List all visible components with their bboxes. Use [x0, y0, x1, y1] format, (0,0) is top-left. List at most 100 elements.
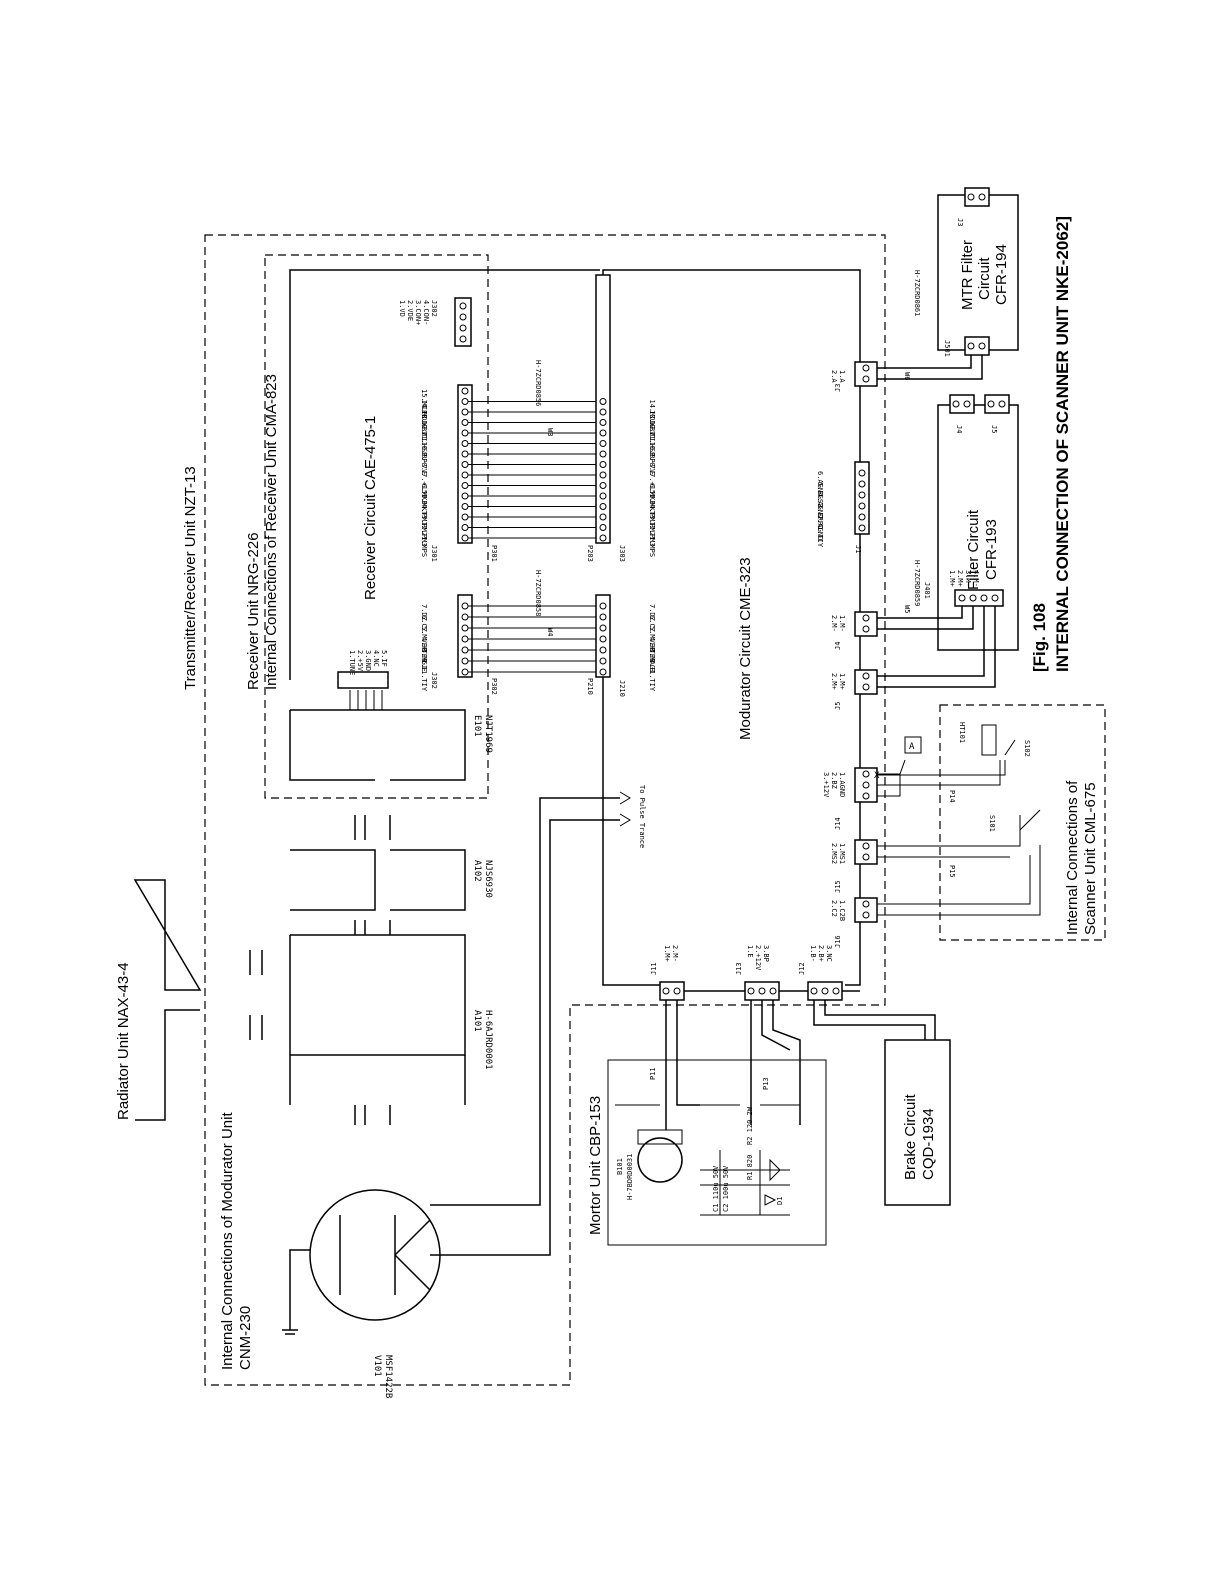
j302-top-pin-4: 4.CON-	[422, 300, 430, 325]
j301-pin-label: 7.+15V	[420, 473, 428, 499]
receiver-circuit-label: Receiver Circuit CAE-475-1	[362, 416, 379, 600]
j303-pin-label: 8.E	[648, 463, 656, 476]
j401-pin-4: 4.M-	[972, 570, 980, 587]
j5-connector	[854, 669, 878, 695]
j11-pin-1: 1.M+	[663, 945, 671, 962]
ht101-heater	[981, 724, 997, 756]
j210-pin-dot	[599, 646, 607, 654]
j302-top2-pin-label: 4.HTER	[420, 637, 428, 663]
j1-pin-dot	[858, 513, 866, 521]
j301-pin-label: 8.E	[420, 463, 428, 476]
mtr-filter-label-1: MTR Filter	[959, 240, 976, 310]
p203-label: P203	[586, 545, 594, 562]
j303-pin-label: 10.BP	[648, 442, 656, 463]
a102-label-1: A102	[472, 860, 482, 882]
j301-pin-label: 9.-7V	[420, 452, 428, 474]
j303-pin-label: 5.MKT	[648, 494, 656, 516]
j302-top-name: J302	[430, 300, 438, 317]
j210-pin-label: 6.CZ	[648, 615, 656, 632]
j302-top2-pin-label: 6.CZ	[420, 615, 428, 632]
j303-pin-dot	[599, 408, 607, 416]
j4-connector	[854, 611, 878, 637]
j15-pin-2: 2.MS2	[830, 843, 838, 864]
j1-pin-label: 1.TIY	[816, 526, 824, 548]
j5-filter-label: J5	[990, 425, 998, 433]
j302-top2-pin-label: 7.DZ	[420, 604, 428, 621]
j3-mtr-connector	[964, 187, 990, 207]
receiver-internal-label: Internal Connections of Receiver Unit CM…	[263, 374, 280, 690]
j301-pin-label: 1.MPS	[420, 536, 428, 557]
j1-name: J1	[854, 545, 862, 553]
w4-label-2: H-7ZCRD0858	[534, 570, 542, 616]
a102-label-2: NJS6930	[483, 860, 493, 898]
j1-pin-dot	[858, 524, 866, 532]
filter-circuit-label-1: Filter Circuit	[965, 509, 982, 590]
motor-part-5: D1	[776, 1197, 784, 1205]
j1-pin-dot	[858, 480, 866, 488]
j4-name: J4	[834, 642, 842, 650]
j210-pin-label: 3.MAGI	[648, 648, 656, 673]
j210-pin-dot	[599, 668, 607, 676]
motor-symbol	[637, 1137, 683, 1183]
j303-pin-label: 12.TI	[648, 421, 656, 442]
j302-rx-pin-3: 3.GND	[364, 650, 372, 671]
j303-pin-dot	[599, 461, 607, 468]
a-mark: A	[909, 742, 915, 752]
j303-pin-label: 9.-7V	[648, 452, 656, 474]
cable-bundles: W3 H-7ZCRD0856 W4 H-7ZCRD0858 P301 P302 …	[468, 360, 600, 695]
ht101-label: HT101	[958, 722, 966, 743]
j210-pin-label: 2.E	[648, 659, 656, 672]
mtr-filter-circuit: MTR Filter Circuit CFR-194 J501 J3 W6 H-…	[877, 187, 1019, 380]
j16-pin-1: 1.C2B	[838, 900, 846, 921]
j301-pin-label: 3.PM2	[420, 515, 428, 536]
j303-pin-label: 1.MPS	[648, 536, 656, 557]
j14-pin-1: 1.AGND	[838, 772, 846, 797]
j210-pin-label: 7.DZ	[648, 604, 656, 621]
receiver-connectors: J302 1.TUNE 2.+5V 3.GND 4.NC 5.IF J302 1…	[337, 297, 473, 692]
filter-circuit-label-2: CFR-193	[983, 519, 1000, 580]
j303-pin-dot	[599, 524, 607, 531]
j16-connector	[854, 897, 878, 923]
p210-label: P210	[586, 678, 594, 695]
p15-label: P15	[948, 865, 956, 878]
j303-name: J303	[618, 545, 626, 562]
j210-pin-dot	[599, 624, 607, 632]
j401-pin-1: 1.M+	[948, 570, 956, 587]
figure-caption: [Fig. 108 INTERNAL CONNECTION OF SCANNER…	[1030, 216, 1072, 672]
j210-name: J210	[618, 680, 626, 697]
j11-name: J11	[650, 962, 658, 975]
j301-pin-label: 13.+BV	[420, 410, 428, 436]
e101-label-2: NJT1969	[483, 715, 493, 753]
a101-label-2: H-6AJRD0001	[483, 1010, 493, 1070]
j301-pin-label: 4.PM1	[420, 505, 428, 526]
receiver-unit-box: Receiver Unit NRG-226 Internal Connectio…	[245, 254, 600, 799]
w3-label-2: H-7ZCRD0856	[534, 360, 542, 406]
scanner-internal-label-2: Scanner Unit CML-675	[1082, 782, 1099, 935]
w4-label-1: W4	[546, 628, 554, 636]
modulator-internal-label-2: CNM-230	[237, 1306, 254, 1370]
s102-label: S102	[1023, 740, 1031, 757]
j3-name: J3	[834, 384, 842, 392]
motor-part-4: R2 120 2W	[746, 1106, 754, 1145]
j303-pin-dot	[599, 398, 607, 405]
j303-pin-label: 11.HSP	[648, 431, 656, 456]
scanner-unit-box: Internal Connections of Scanner Unit CML…	[877, 704, 1106, 941]
j1-pin-dot	[858, 502, 866, 510]
j12-pin-1: 1.B-	[809, 945, 817, 962]
bus-connectors: J3 1.A 2.A 1.TIY2.AGND3.ERPD4.AGND5.EGS2…	[650, 361, 922, 1001]
j1-pin-label: 6.AGND	[816, 471, 824, 496]
j5-pin-2: 2.M+	[830, 673, 838, 690]
j210-pin-label: 4.HTER	[648, 637, 656, 663]
figure-number: [Fig. 108	[1030, 603, 1049, 672]
j302-top2-pin-label: 3.MGI	[420, 648, 428, 669]
j303-pin-label: 14.MDDD	[648, 400, 656, 430]
p14-label: P14	[948, 790, 956, 803]
j210-pin-dot	[599, 613, 607, 621]
j303-pin-dot	[599, 513, 607, 521]
j15-pin-1: 1.MS1	[838, 843, 846, 864]
filter-circuit-box	[937, 404, 1019, 651]
mortor-unit-label: Mortor Unit CBP-153	[587, 1096, 604, 1235]
j302-top-connector	[454, 297, 472, 347]
j13-pin-2: 2.+12V	[754, 945, 762, 971]
